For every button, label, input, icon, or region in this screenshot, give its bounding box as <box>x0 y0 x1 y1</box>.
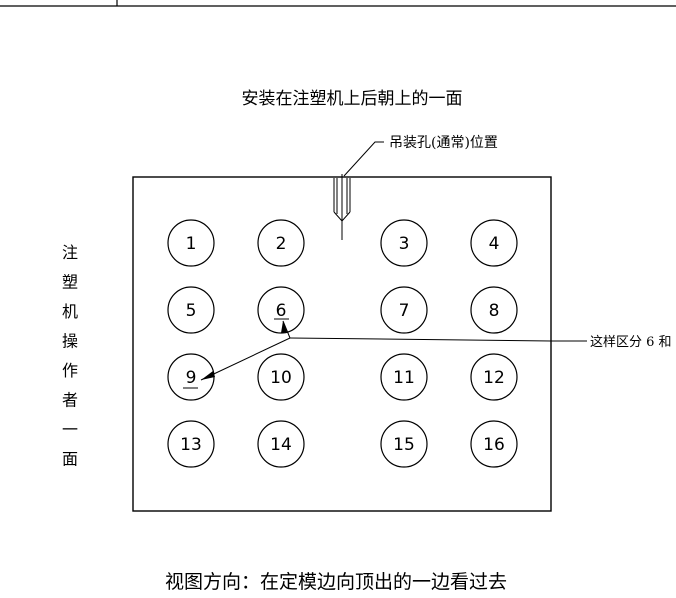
circle-number-15: 15 <box>393 435 415 455</box>
circle-number-9: 9 <box>186 368 197 388</box>
circle-5 <box>167 286 215 334</box>
circle-number-4: 4 <box>489 234 500 254</box>
circle-10 <box>257 353 305 401</box>
circle-number-5: 5 <box>186 301 197 321</box>
circle-2 <box>257 219 305 267</box>
circle-8 <box>470 286 518 334</box>
circle-15 <box>380 420 428 468</box>
circle-12 <box>470 353 518 401</box>
circle-3 <box>380 219 428 267</box>
circle-16 <box>470 420 518 468</box>
circle-number-12: 12 <box>483 368 505 388</box>
circle-number-2: 2 <box>276 234 287 254</box>
title-block-border <box>0 0 676 7</box>
operator-side-label: 注塑机操作者一面 <box>62 243 78 469</box>
circle-number-13: 13 <box>180 435 202 455</box>
circle-number-14: 14 <box>270 435 292 455</box>
circle-number-3: 3 <box>399 234 410 254</box>
circle-14 <box>257 420 305 468</box>
lifting-hole-leader <box>343 141 384 177</box>
circle-1 <box>167 219 215 267</box>
operator-side-text: 注塑机操作者一面 <box>62 243 78 469</box>
circle-number-16: 16 <box>483 435 505 455</box>
view-direction-label: 视图方向：在定模边向顶出的一边看过去 <box>165 571 507 593</box>
circle-number-7: 7 <box>399 301 410 321</box>
distinguish-leader <box>200 320 587 381</box>
lifting-hole-label: 吊装孔(通常)位置 <box>389 135 498 151</box>
circle-number-1: 1 <box>186 234 197 254</box>
circle-4 <box>470 219 518 267</box>
circle-number-6: 6 <box>276 301 287 321</box>
arrowhead-9 <box>201 371 215 380</box>
distinguish-label: 这样区分 6 和 9 <box>590 334 676 350</box>
lifting-hole-symbol <box>333 174 351 240</box>
circle-13 <box>167 420 215 468</box>
top-side-label: 安装在注塑机上后朝上的一面 <box>242 89 463 109</box>
circle-11 <box>380 353 428 401</box>
arrowhead-6 <box>281 321 287 333</box>
circle-number-8: 8 <box>489 301 500 321</box>
circle-number-10: 10 <box>270 368 292 388</box>
circle-number-11: 11 <box>393 368 415 388</box>
circle-7 <box>380 286 428 334</box>
